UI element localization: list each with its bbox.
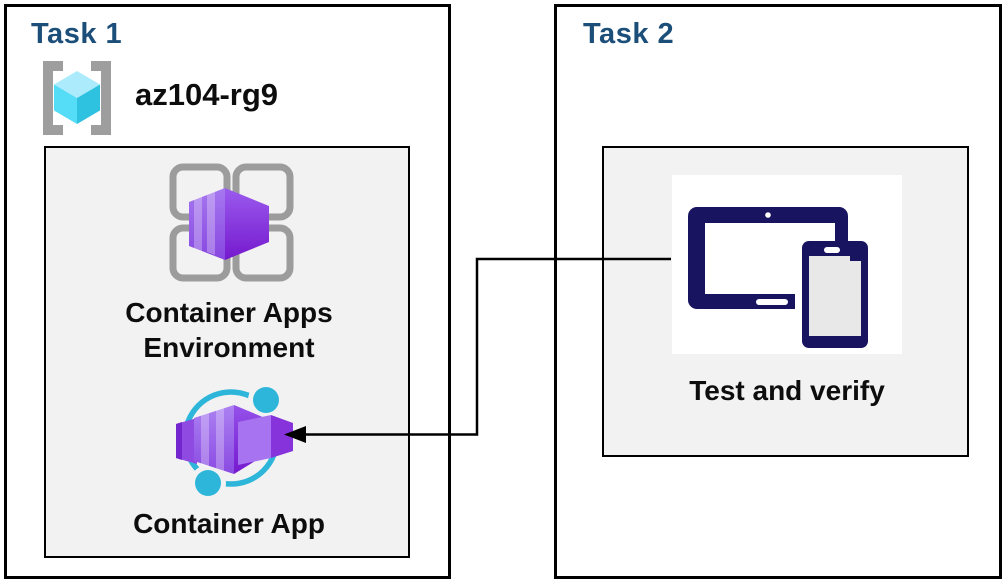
test-and-verify-label: Test and verify [689, 375, 885, 406]
container-apps-environment-icon [169, 163, 294, 282]
task1-title: Task 1 [31, 18, 123, 50]
task2-box: Task 2 [554, 4, 1002, 579]
environment-label: Container Apps Environment [125, 297, 333, 363]
devices-icon [688, 207, 868, 348]
bracket-shapes [43, 61, 111, 135]
container-prism [176, 405, 293, 474]
devices-icon-background [672, 175, 902, 354]
phone-shape [802, 241, 868, 348]
container-app-icon [176, 382, 293, 501]
resource-group-name: az104-rg9 [135, 77, 279, 112]
cube-shape [54, 71, 100, 124]
task1-box: Task 1 az104-rg9 [4, 4, 451, 579]
task2-title: Task 2 [583, 18, 675, 50]
task1-inner-box: Container Apps Environment [44, 146, 410, 558]
task2-inner-box: Test and verify [602, 146, 969, 457]
resource-group-icon [43, 61, 111, 135]
container-app-label: Container App [133, 508, 325, 539]
container-prism [189, 188, 269, 260]
device-gap [795, 292, 803, 309]
